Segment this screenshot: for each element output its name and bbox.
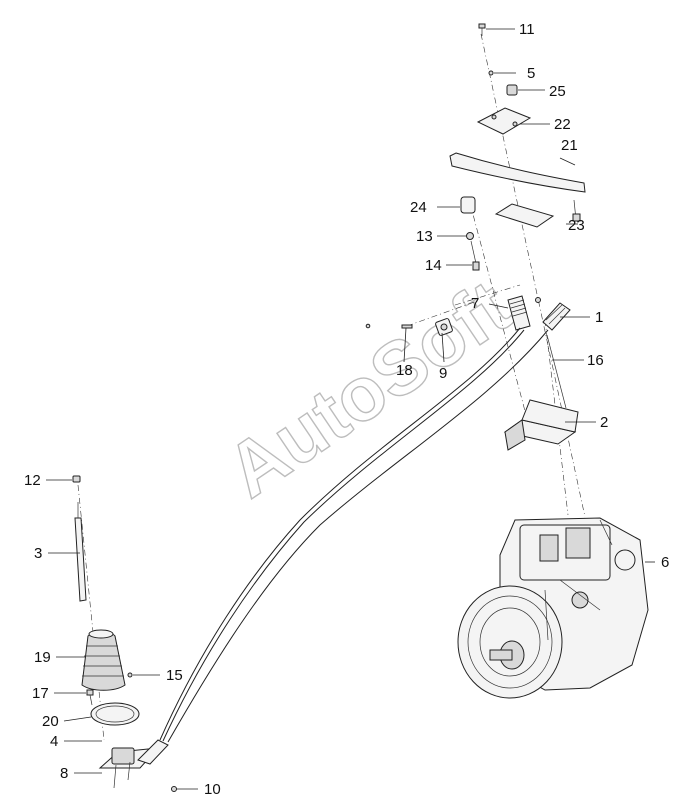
bolt-part-11 xyxy=(478,23,486,36)
callout-20: 20 xyxy=(42,713,59,730)
callout-2: 2 xyxy=(600,414,608,431)
washer-part-13 xyxy=(466,232,474,240)
callout-1: 1 xyxy=(595,309,603,326)
pin-part-18 xyxy=(365,323,413,329)
knob-part-12 xyxy=(72,475,81,483)
callout-5: 5 xyxy=(527,65,535,82)
callout-3: 3 xyxy=(34,545,42,562)
ring-seal-part-20 xyxy=(90,702,140,726)
cable-end-part-7 xyxy=(507,295,531,331)
bracket-bar-part-21 xyxy=(449,152,586,193)
callout-16: 16 xyxy=(587,352,604,369)
callout-12: 12 xyxy=(24,472,41,489)
callout-21: 21 xyxy=(561,137,578,154)
screw-part-15 xyxy=(127,672,133,678)
pin-part-14 xyxy=(470,240,480,271)
callout-14: 14 xyxy=(425,257,442,274)
callout-15: 15 xyxy=(166,667,183,684)
shift-cables xyxy=(159,327,549,743)
shift-lever-part-3 xyxy=(74,502,87,602)
callout-13: 13 xyxy=(416,228,433,245)
callout-25: 25 xyxy=(549,83,566,100)
callout-labels: 11 5 25 22 21 24 23 13 14 7 1 9 18 16 2 … xyxy=(24,21,669,798)
callout-18: 18 xyxy=(396,362,413,379)
callout-17: 17 xyxy=(32,685,49,702)
rod-part-16 xyxy=(546,334,567,409)
support-bracket-part-2 xyxy=(503,399,579,451)
callout-19: 19 xyxy=(34,649,51,666)
leader-lines xyxy=(46,28,655,790)
gearbox-part-6 xyxy=(457,517,649,699)
plate-part-23 xyxy=(494,199,581,228)
cable-end-part-1 xyxy=(535,297,571,331)
rubber-boot-part-19 xyxy=(81,629,126,691)
mounting-plate-part-22 xyxy=(476,107,532,135)
bolt-part-10 xyxy=(171,786,177,792)
callout-7: 7 xyxy=(471,295,479,312)
callout-23: 23 xyxy=(568,217,585,234)
callout-4: 4 xyxy=(50,733,58,750)
callout-9: 9 xyxy=(439,365,447,382)
bolt-part-17 xyxy=(86,689,94,706)
callout-24: 24 xyxy=(410,199,427,216)
callout-6: 6 xyxy=(661,554,669,571)
callout-22: 22 xyxy=(554,116,571,133)
callout-10: 10 xyxy=(204,781,221,798)
bushing-part-24 xyxy=(460,196,476,214)
callout-8: 8 xyxy=(60,765,68,782)
washer-part-5 xyxy=(488,70,494,76)
callout-11: 11 xyxy=(519,21,535,38)
lever-base-part-8 xyxy=(98,739,169,789)
lever-joint-part-9 xyxy=(435,318,453,336)
nut-part-25 xyxy=(506,84,518,96)
